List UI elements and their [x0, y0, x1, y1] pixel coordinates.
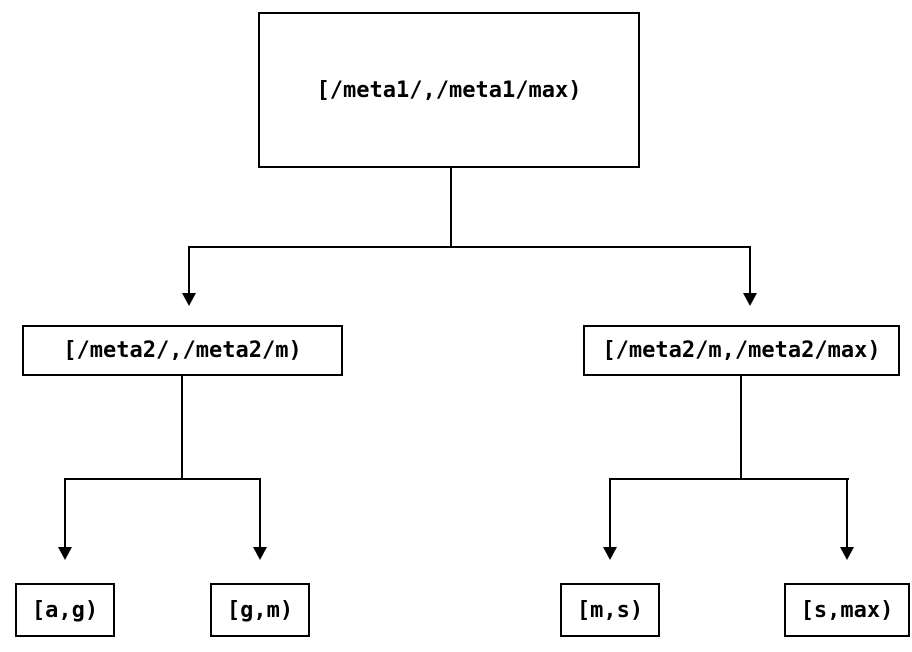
arrowhead-down-icon	[743, 293, 757, 306]
connector-left-stem	[181, 376, 183, 480]
arrowhead-down-icon	[603, 547, 617, 560]
arrowhead-down-icon	[182, 293, 196, 306]
arrowhead-down-icon	[840, 547, 854, 560]
connector-left-bar	[64, 478, 261, 480]
connector-right-left-drop	[609, 480, 611, 547]
connector-left-left-drop	[64, 480, 66, 547]
node-leaf-a-g: [a,g)	[15, 583, 115, 637]
node-meta2-high-label: [/meta2/m,/meta2/max)	[602, 338, 881, 363]
node-leaf-m-s: [m,s)	[560, 583, 660, 637]
connector-right-stem	[740, 376, 742, 480]
node-leaf-a-g-label: [a,g)	[31, 597, 99, 623]
connector-root-bar	[188, 246, 751, 248]
node-root-label: [/meta1/,/meta1/max)	[316, 77, 582, 103]
arrowhead-down-icon	[253, 547, 267, 560]
node-meta2-low-label: [/meta2/,/meta2/m)	[63, 338, 302, 363]
connector-left-right-drop	[259, 480, 261, 547]
node-leaf-g-m-label: [g,m)	[226, 597, 294, 623]
node-leaf-s-max-label: [s,max)	[800, 597, 894, 623]
connector-root-left-drop	[188, 248, 190, 293]
node-meta2-high: [/meta2/m,/meta2/max)	[583, 325, 900, 376]
node-meta2-low: [/meta2/,/meta2/m)	[22, 325, 343, 376]
node-leaf-g-m: [g,m)	[210, 583, 310, 637]
arrowhead-down-icon	[58, 547, 72, 560]
node-leaf-s-max: [s,max)	[784, 583, 910, 637]
connector-root-stem	[450, 168, 452, 248]
connector-right-bar	[609, 478, 849, 480]
node-leaf-m-s-label: [m,s)	[576, 597, 644, 623]
connector-root-right-drop	[749, 248, 751, 293]
node-root: [/meta1/,/meta1/max)	[258, 12, 640, 168]
connector-right-right-drop	[846, 480, 848, 547]
